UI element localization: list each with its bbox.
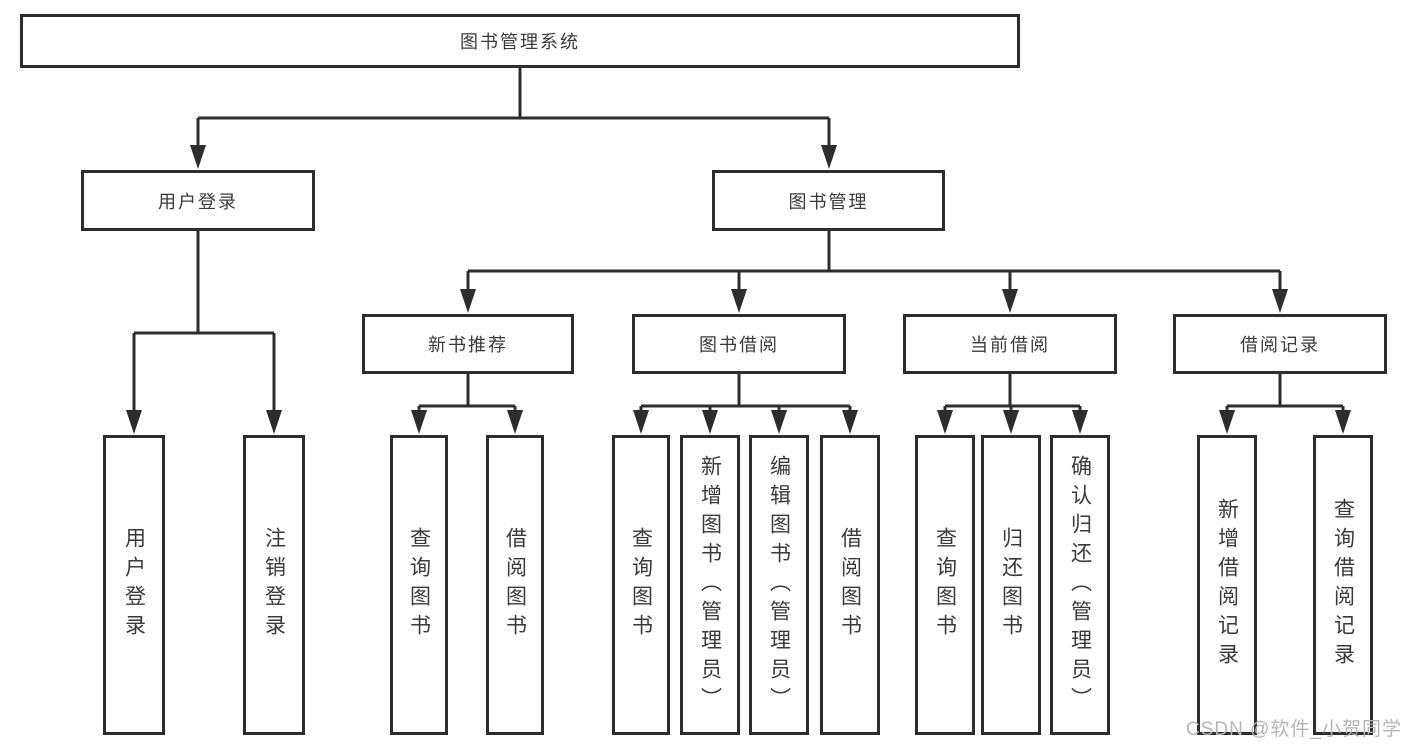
leaf-confirm-return-admin: 确认归还（管理员） [1050,435,1110,735]
leaf-edit-book-admin: 编辑图书（管理员） [749,435,809,735]
leaf-add-borrow-record: 新增借阅记录 [1197,435,1257,735]
node-label: 编辑图书（管理员） [767,454,791,716]
watermark: CSDN @软件_小贺同学 [1186,719,1402,740]
node-label: 借阅记录 [1240,335,1320,355]
node-new-book-recommendation: 新书推荐 [362,314,574,374]
node-label: 图书借阅 [699,335,779,355]
node-user-login: 用户登录 [81,170,315,231]
node-book-borrowing: 图书借阅 [632,314,846,374]
node-label: 查询借阅记录 [1331,498,1355,672]
node-current-borrowing: 当前借阅 [903,314,1117,374]
node-book-management: 图书管理 [712,170,945,231]
node-label: 查询图书 [933,527,957,643]
node-label: 图书管理 [788,191,869,212]
node-label: 新增借阅记录 [1215,498,1239,672]
node-label: 查询图书 [629,527,653,643]
node-borrowing-records: 借阅记录 [1173,314,1387,374]
node-label: 借阅图书 [838,527,862,643]
node-label: 借阅图书 [503,527,527,643]
node-label: 注销登录 [262,527,286,643]
leaf-logout: 注销登录 [243,435,305,735]
leaf-return-book: 归还图书 [981,435,1041,735]
leaf-query-borrow-record: 查询借阅记录 [1313,435,1373,735]
leaf-query-books-recommend: 查询图书 [390,435,448,735]
node-library-system: 图书管理系统 [20,14,1020,68]
leaf-user-login: 用户登录 [103,435,165,735]
node-label: 查询图书 [407,527,431,643]
leaf-query-books-borrowing: 查询图书 [612,435,670,735]
leaf-add-book-admin: 新增图书（管理员） [680,435,740,735]
node-label: 新增图书（管理员） [698,454,722,716]
node-label: 用户登录 [122,527,146,643]
node-label: 新书推荐 [428,335,508,355]
node-label: 归还图书 [999,527,1023,643]
leaf-borrow-books-recommend: 借阅图书 [486,435,544,735]
node-label: 确认归还（管理员） [1068,454,1092,716]
leaf-borrow-books-borrowing: 借阅图书 [820,435,880,735]
leaf-query-books-current: 查询图书 [915,435,975,735]
node-label: 当前借阅 [970,335,1050,355]
node-label: 用户登录 [158,191,238,212]
node-label: 图书管理系统 [460,32,580,52]
